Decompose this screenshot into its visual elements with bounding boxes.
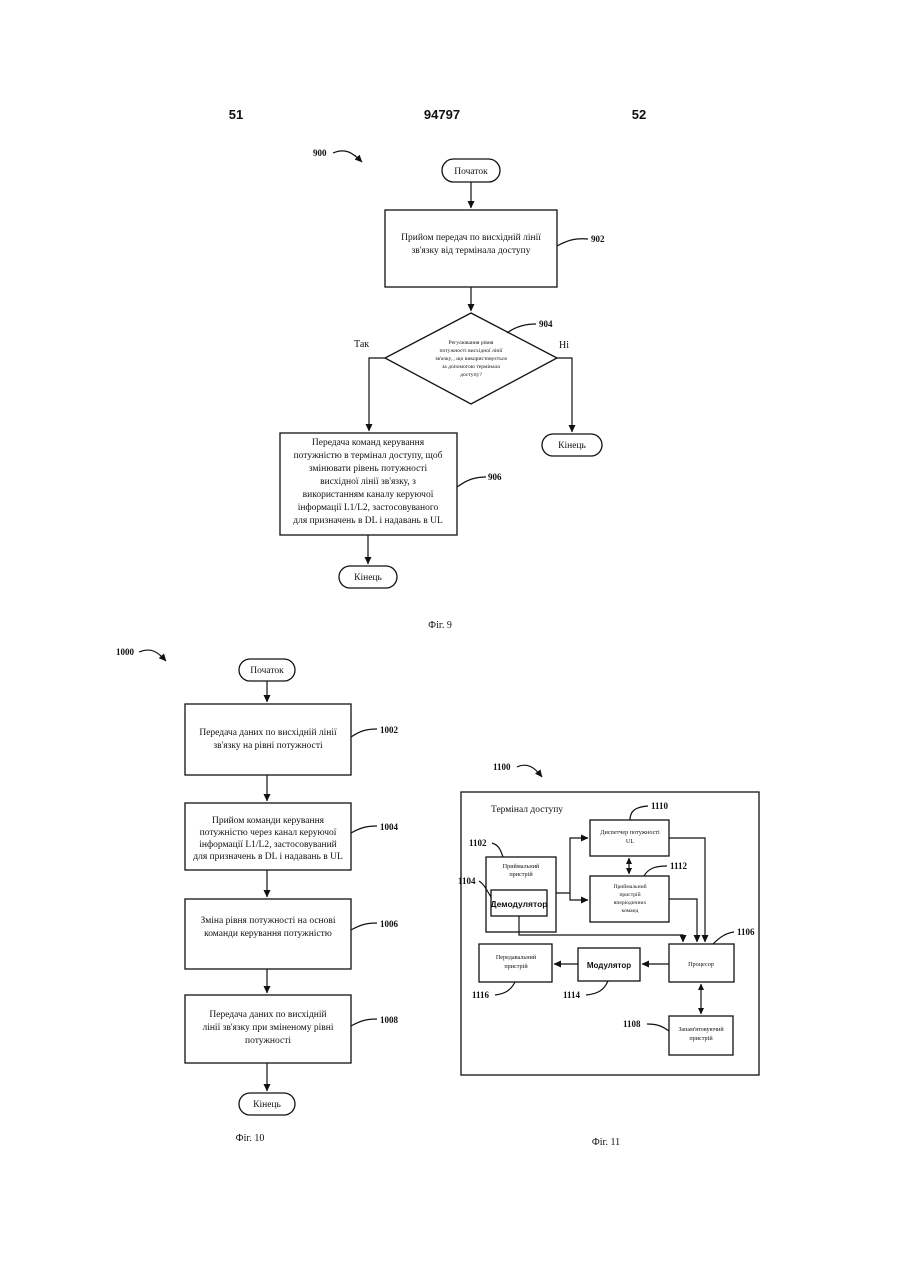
fig10-step-1002-line2: зв'язку на рівні потужності — [213, 741, 323, 751]
fig9-ref-902-leader — [557, 239, 588, 246]
fig11-memory-line1: Запам'ятовуючий — [678, 1026, 724, 1033]
fig9-end-no-label: Кінець — [558, 441, 586, 451]
fig9-step-902-line2: зв'язку від термінала доступу — [411, 246, 530, 256]
fig11-cmd-receiver-line4: команд — [622, 908, 639, 914]
fig10-ref-1000: 1000 — [116, 647, 135, 657]
fig11-ref-1112: 1112 — [670, 861, 688, 871]
fig10-step-1006-line2: команди керування потужністю — [204, 929, 332, 939]
fig11-cmd-receiver-line1: Приймальний — [613, 883, 646, 890]
fig9-start-label: Початок — [454, 167, 488, 177]
figure-11: 1100 Термінал доступу Приймальний пристр… — [458, 762, 759, 1148]
fig11-caption: Фіг. 11 — [592, 1137, 620, 1148]
fig10-step-1004-line2: потужністю через канал керуючої — [200, 828, 337, 838]
fig10-caption: Фіг. 10 — [236, 1133, 265, 1144]
fig9-decision-line4: за допомогою термінала — [442, 364, 500, 370]
fig11-processor-label: Процесор — [688, 961, 714, 968]
fig11-power-manager-line1: Диспетчер потужності — [600, 829, 660, 836]
fig9-ref-906-leader — [457, 477, 486, 487]
fig10-step-1002-line1: Передача даних по висхідній лінії — [199, 727, 337, 738]
fig9-ref-904-leader — [507, 324, 536, 333]
fig9-yes-label: Так — [354, 339, 369, 350]
fig11-receiver-line2: пристрій — [509, 871, 533, 878]
fig10-step-1008-line2: лінії зв'язку при зміненому рівні — [202, 1023, 333, 1033]
fig11-ref-1110: 1110 — [651, 801, 669, 811]
fig9-step-906-line5: використанням каналу керуючої — [303, 490, 434, 500]
fig11-ref-1102: 1102 — [469, 838, 487, 848]
fig11-transmitter-line2: пристрій — [504, 963, 528, 970]
fig9-decision-line5: доступу? — [460, 372, 482, 378]
fig9-ref-arrow — [333, 151, 362, 162]
fig10-ref-1002-leader — [351, 729, 377, 737]
fig10-ref-1002: 1002 — [380, 725, 399, 735]
figure-9: 900 Початок Прийом передач по висхідній … — [280, 148, 605, 631]
fig10-ref-arrow — [139, 650, 166, 661]
page-header: 51 94797 52 — [229, 107, 646, 122]
fig9-decision-line1: Регулювання рівня — [449, 340, 494, 346]
fig10-ref-1006-leader — [351, 923, 377, 930]
fig10-step-1008-line3: потужності — [245, 1036, 291, 1046]
figure-10: 1000 Початок Передача даних по висхідній… — [116, 647, 399, 1144]
fig11-ref-1108: 1108 — [623, 1019, 641, 1029]
fig11-ref-1104: 1104 — [458, 876, 476, 886]
fig11-cmd-receiver-line2: пристрій — [619, 891, 640, 898]
fig9-step-906-line2: потужністю в термінал доступу, щоб — [294, 450, 443, 461]
fig9-no-label: Ні — [559, 340, 569, 351]
fig11-modulator-label: Модулятор — [587, 961, 631, 970]
fig10-ref-1008: 1008 — [380, 1015, 399, 1025]
fig11-ref-1100: 1100 — [493, 762, 511, 772]
fig10-ref-1004: 1004 — [380, 822, 399, 832]
fig11-ref-1106: 1106 — [737, 927, 755, 937]
fig9-step-906-line1: Передача команд керування — [312, 438, 425, 448]
fig9-step-906-line4: висхідної лінії зв'язку, з — [320, 477, 416, 487]
fig10-step-1004-line1: Прийом команди керування — [212, 815, 325, 826]
fig9-step-902-line1: Прийом передач по висхідній лінії — [401, 232, 541, 243]
fig10-step-1002 — [185, 704, 351, 775]
fig10-ref-1006: 1006 — [380, 919, 399, 929]
fig9-end-label: Кінець — [354, 573, 382, 583]
left-page-number: 51 — [229, 107, 243, 122]
fig9-decision-line3: зв'язку, , що використовується — [435, 356, 507, 362]
fig9-ref-904: 904 — [539, 319, 553, 329]
document-number: 94797 — [424, 107, 460, 122]
fig11-ref-1116: 1116 — [472, 990, 490, 1000]
fig10-ref-1008-leader — [351, 1019, 377, 1026]
fig10-step-1004-line3: інформації L1/L2, застосовуваний — [199, 839, 337, 850]
fig9-ref-902: 902 — [591, 234, 605, 244]
fig11-cmd-receiver-block — [590, 876, 669, 922]
right-page-number: 52 — [632, 107, 646, 122]
fig11-memory-line2: пристрій — [689, 1035, 713, 1042]
fig10-ref-1004-leader — [351, 826, 377, 833]
fig11-cmd-receiver-line3: вперіодичних — [614, 900, 647, 906]
fig10-end-label: Кінець — [253, 1100, 281, 1110]
fig9-yes-branch — [369, 358, 385, 431]
fig9-step-906-line6: інформації L1/L2, застосовуваного — [298, 502, 439, 513]
fig9-ref-900: 900 — [313, 148, 327, 158]
fig9-ref-906: 906 — [488, 472, 502, 482]
fig11-power-manager-line2: UL — [626, 838, 634, 845]
fig11-ref-1114: 1114 — [563, 990, 581, 1000]
fig9-no-branch — [557, 358, 572, 432]
fig11-transmitter-line1: Передавальний — [496, 954, 537, 961]
fig11-ref-arrow — [517, 765, 542, 777]
fig10-step-1006-line1: Зміна рівня потужності на основі — [200, 916, 335, 926]
fig11-receiver-line1: Приймальний — [503, 863, 540, 870]
fig10-step-1008-line1: Передача даних по висхідній — [209, 1009, 326, 1020]
fig9-decision-line2: потужності висхідної лінії — [440, 348, 503, 354]
fig11-terminal-label: Термінал доступу — [491, 805, 563, 815]
fig9-step-906-line7: для призначень в DL і надавань в UL — [293, 516, 443, 526]
fig11-demodulator-label: Демодулятор — [491, 899, 548, 909]
fig9-step-906-line3: змінювати рівень потужності — [309, 464, 428, 474]
fig10-step-1004-line4: для призначень в DL і надавань в UL — [193, 852, 343, 862]
fig9-caption: Фіг. 9 — [428, 620, 452, 631]
fig10-start-label: Початок — [250, 666, 284, 676]
